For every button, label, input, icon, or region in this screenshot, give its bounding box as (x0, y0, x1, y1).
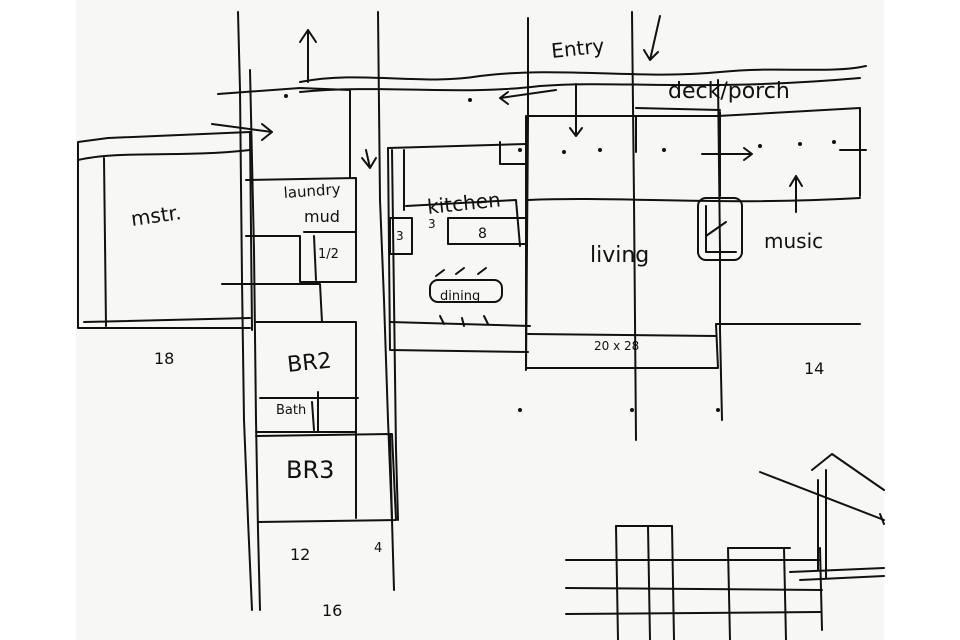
master-width-dimension: 18 (154, 349, 174, 368)
kitchen-island (447, 217, 527, 245)
guide-line-vertical-3 (377, 11, 395, 591)
br2-label: BR2 (286, 348, 333, 378)
wing-width-dimension: 16 (322, 601, 342, 620)
elevation-sketch (759, 453, 885, 581)
master-label: mstr. (129, 200, 182, 231)
master-inner-wall (77, 149, 251, 327)
top-wall-line-2 (299, 77, 861, 93)
closet-wall (221, 283, 323, 323)
music-label: music (764, 229, 823, 253)
br2-wall (255, 321, 357, 433)
br-width-dimension: 12 (290, 545, 310, 564)
kitchen-island-dimension: 8 (478, 226, 487, 242)
arrow-into-laundry (211, 123, 273, 141)
grid-sketch-horizontal (565, 559, 823, 615)
kitchen-label: kitchen (426, 187, 502, 219)
tracing-paper-sheet (76, 0, 884, 640)
top-wall-line (299, 65, 867, 83)
half-bath-label: 1/2 (318, 247, 339, 262)
living-inner-wall (527, 197, 861, 203)
porch-beam (635, 107, 721, 197)
br3-label: BR3 (286, 456, 334, 484)
entry-arrow-up (299, 29, 317, 83)
entry-label: Entry (550, 34, 606, 63)
arrow-into-mud (361, 149, 377, 169)
dining-label: dining (440, 289, 480, 304)
arrow-from-deck (643, 15, 661, 61)
guide-line-vertical-1 (237, 11, 253, 611)
pantry-mark: 3 (428, 217, 436, 231)
guide-line-vertical-4 (391, 149, 399, 521)
br3-wall (255, 433, 397, 523)
fireplace-inner (705, 205, 737, 253)
pantry-box (389, 217, 413, 255)
closet-wing (355, 431, 393, 521)
living-outer-wall (525, 107, 861, 369)
mud-label: mud (304, 207, 340, 226)
kitchen-counter (403, 141, 527, 211)
bath-label: Bath (276, 403, 306, 418)
living-label: living (590, 243, 649, 268)
stair-mark: 3 (396, 229, 404, 243)
master-wall (77, 131, 253, 331)
wall-line-left (217, 87, 351, 179)
kitchen-wall (387, 143, 529, 353)
living-size-dimension: 20 x 28 (594, 339, 639, 353)
dining-table (429, 279, 503, 303)
entry-arrow-down (569, 83, 583, 137)
dining-wall (389, 321, 531, 327)
kitchen-back-wall (405, 199, 521, 247)
guide-line-vertical-2 (249, 69, 261, 611)
grid-sketch-vertical (615, 525, 823, 640)
closet-width-dimension: 4 (374, 541, 382, 556)
music-arrow (789, 175, 803, 213)
laundry-wall (245, 177, 357, 283)
music-width-dimension: 14 (804, 359, 824, 378)
deck-porch-label: deck/porch (668, 79, 790, 104)
grid-sketch-top (615, 525, 791, 549)
bath-wall (259, 391, 359, 433)
fireplace (697, 197, 743, 261)
dining-chairs (435, 267, 489, 327)
half-bath-wall (303, 231, 357, 281)
living-lower-wall (527, 333, 717, 337)
arrow-to-kitchen (499, 89, 557, 105)
porch-arrow (701, 147, 753, 161)
laundry-label: laundry (283, 180, 341, 202)
guide-line-vertical-6 (631, 11, 637, 441)
dot-markers (284, 94, 836, 412)
